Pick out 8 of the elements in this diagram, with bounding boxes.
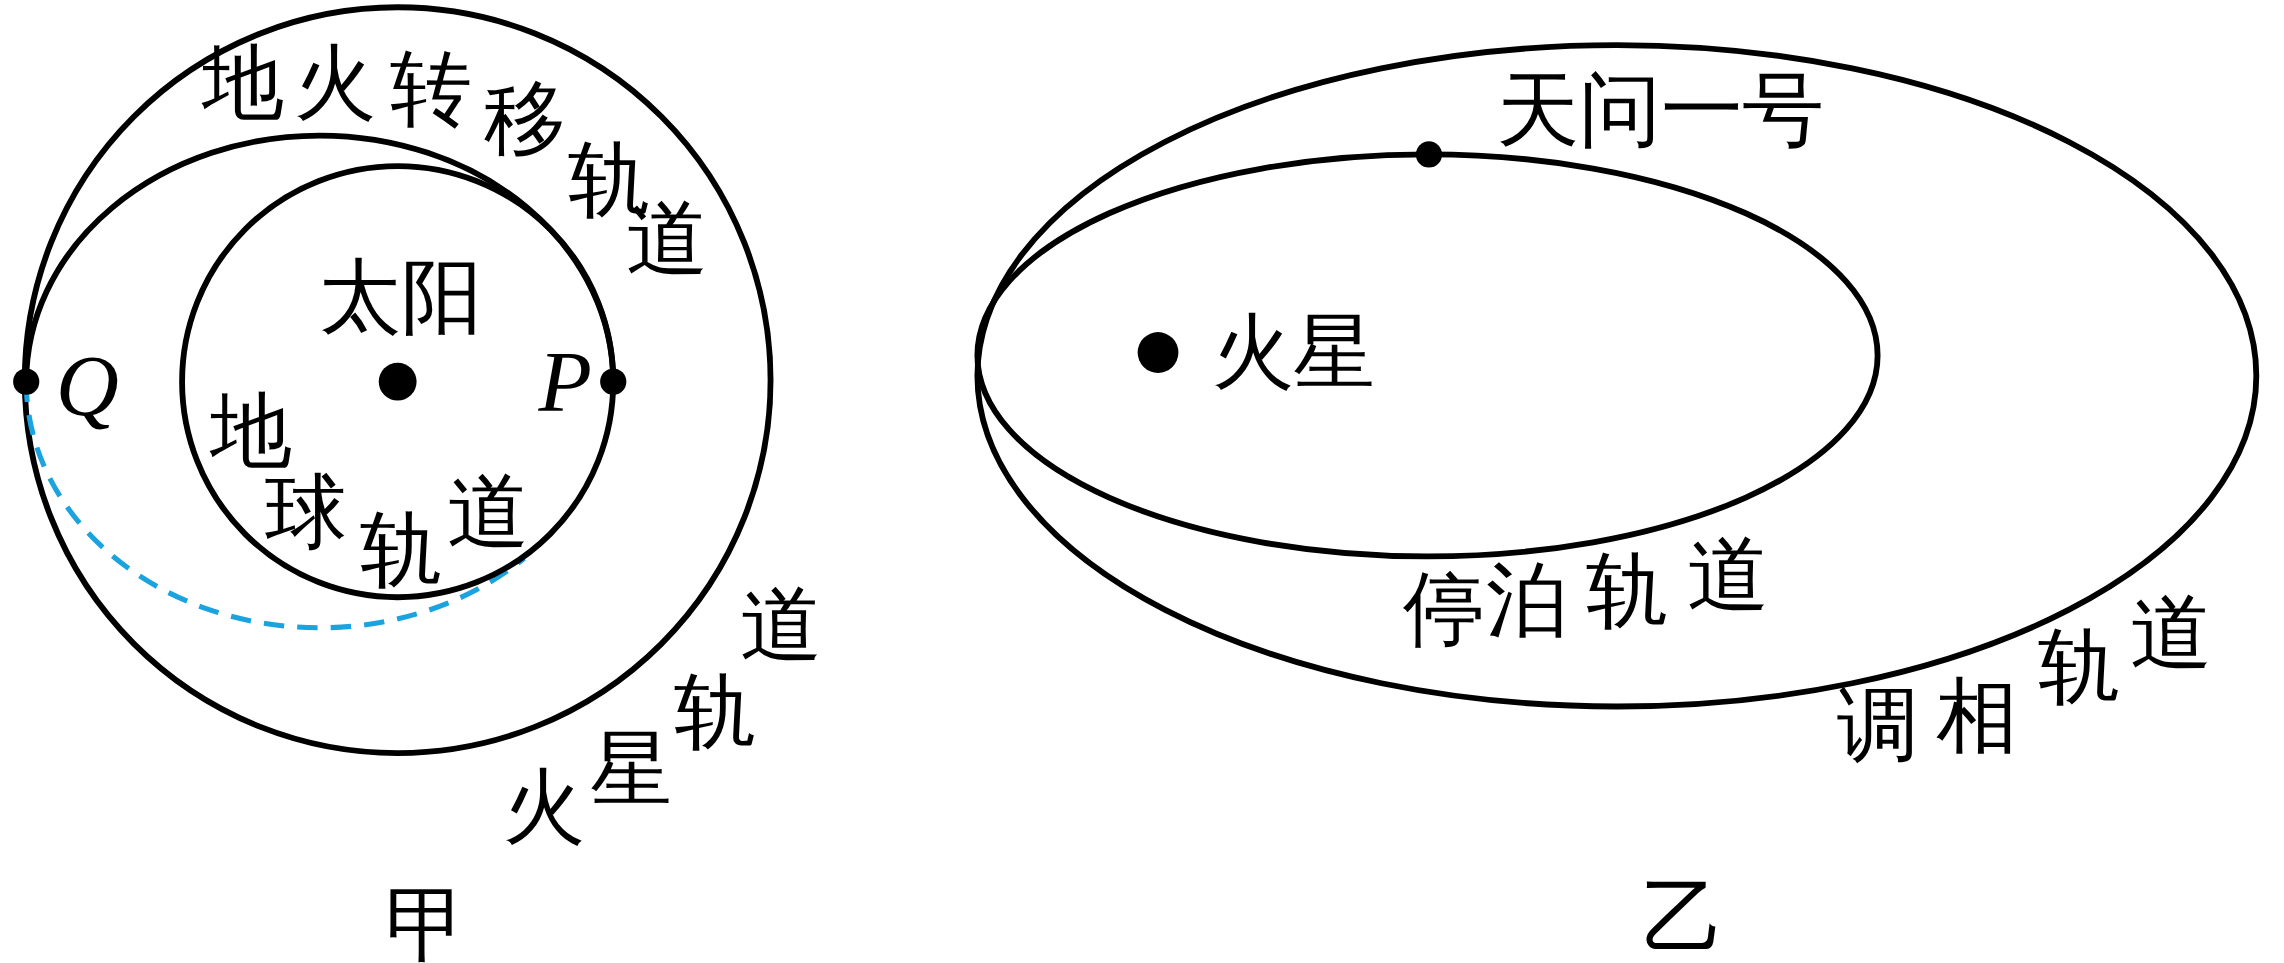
figure-label: 乙 [1641, 876, 1724, 959]
point-label: 天问一号 [1497, 69, 1824, 152]
orbit-label: 调相轨道 [1836, 592, 2212, 767]
figure-label: 甲 [384, 884, 467, 963]
orbit-label: 停泊轨道 [1402, 534, 1769, 650]
point-label: 火星 [1211, 311, 1376, 394]
point-label: P [538, 337, 592, 426]
point-label: Q [55, 342, 119, 430]
